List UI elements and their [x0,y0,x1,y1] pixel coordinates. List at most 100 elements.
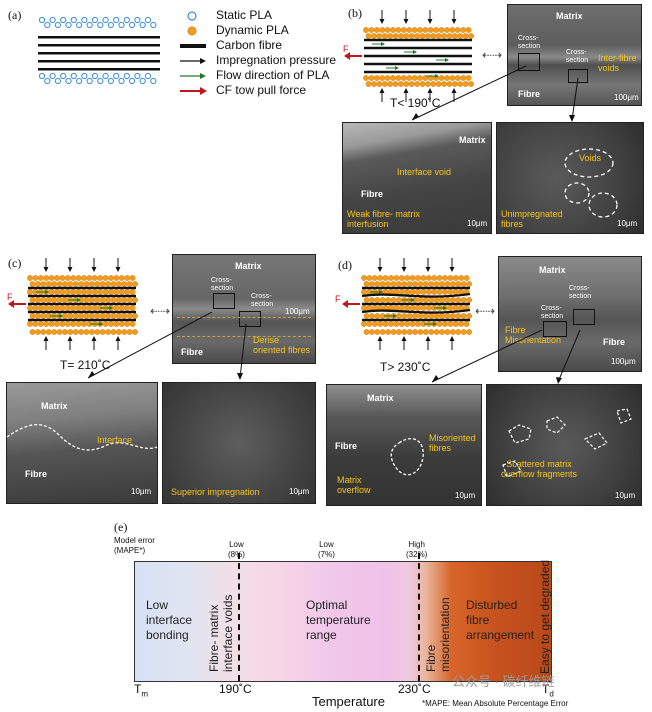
dynamic-pla-particle [446,33,453,39]
static-pla-particle [134,72,141,80]
dynamic-pla-particle [401,281,408,287]
dynamic-pla-particle [406,281,413,287]
dynamic-pla-particle [121,297,128,303]
flow-arrowhead [45,290,49,294]
dynamic-pla-particle [390,27,396,33]
pressure-arrowhead [425,336,431,341]
pressure-arrowhead [91,267,97,272]
dynamic-pla-particle [403,33,410,39]
dynamic-pla-particle [465,75,472,81]
dynamic-pla-particle [385,297,391,303]
sem-d-left: Matrix Fibre Misoriented fibres Matrix o… [326,384,482,506]
dynamic-pla-particle [361,305,367,311]
sem-caption: Unimpregnated fibres [501,209,563,229]
dynamic-pla-particle [37,305,44,311]
temp-label-d: T> 230˚C [380,360,431,374]
sem-b-right: Voids Unimpregnated fibres 10μm [496,122,644,234]
dynamic-pla-particle [444,281,451,287]
temp-label-b: T< 190˚C [390,96,441,110]
zone-low-bonding: Low interface bonding [146,598,193,642]
static-pla-particle [86,21,93,29]
dynamic-pla-particle [361,275,367,281]
dynamic-pla-particle [34,297,41,303]
tm-sub: m [141,689,149,699]
dynamic-pla-particle [368,313,375,319]
scale-bar-label: 10μm [455,491,476,500]
dynamic-pla-particle [129,321,136,327]
dynamic-pla-particle [439,281,446,287]
zone-misorientation: Fibre misorientation [424,597,452,672]
zoom-lines-d [431,330,581,384]
dynamic-pla-particle [78,281,85,287]
dynamic-pla-particle [126,297,133,303]
dynamic-pla-particle [436,321,443,327]
dynamic-pla-particle [414,33,421,39]
t190-label: 190˚C [219,682,252,696]
dynamic-pla-particle [420,289,427,295]
static-pla-particle [97,21,104,29]
sem-text-interface-void: Interface void [397,167,452,177]
dynamic-pla-particle [83,281,90,287]
dynamic-pla-particle [409,289,416,295]
dynamic-pla-particle [97,275,104,281]
zone-optimal: Optimal temperature range [306,598,371,642]
pressure-arrowhead [451,88,457,93]
error-value: (32%) [406,550,428,559]
dynamic-pla-particle [388,275,394,281]
dynamic-pla-particle [51,297,57,303]
dynamic-pla-particle [99,297,106,303]
static-pla-particle [60,72,67,80]
dynamic-pla-particle [37,275,44,281]
dynamic-pla-particle [450,297,456,303]
dynamic-pla-particle [72,281,79,287]
dynamic-pla-particle [463,275,470,281]
dynamic-pla-particle [361,321,367,327]
zoom-lines-b [411,65,579,122]
dynamic-pla-particle [400,27,407,33]
force-label-d: F [335,294,341,304]
dynamic-pla-particle [59,305,66,311]
sem-text-cross-section: Cross- section [251,293,274,308]
force-label-c: F [7,292,13,302]
static-pla-particle [60,16,67,24]
dynamic-pla-particle [70,289,77,295]
dynamic-pla-particle [444,27,450,33]
sem-main-b: Matrix Cross- section Cross- section Int… [507,4,642,106]
dynamic-pla-particle [43,275,50,281]
dynamic-pla-particle [374,297,381,303]
static-pla-particle [54,77,61,85]
dynamic-pla-particle [415,305,421,311]
dynamic-pla-particle [420,305,427,311]
dynamic-pla-particle [48,275,55,281]
pressure-arrowhead [379,19,385,24]
dynamic-pla-particle [415,321,421,327]
zone-interface-voids: Fibre- matrix interface voids [207,594,235,672]
legend-carbon-fibre: Carbon fibre [216,38,283,52]
static-pla-particle [123,72,130,80]
sem-text-overflow: Matrix overflow [337,475,371,495]
error-value: (7%) [318,550,335,559]
dynamic-pla-particle [110,297,117,303]
dynamic-pla-particle [368,281,375,287]
dynamic-pla-particle [423,297,429,303]
dynamic-pla-particle [81,305,87,311]
dynamic-pla-particle [423,313,429,319]
dynamic-pla-particle [384,27,391,33]
panel-label-a: (a) [8,8,22,22]
sem-text-matrix: Matrix [235,261,262,271]
schematic-c [8,258,139,350]
dynamic-pla-particle [425,289,432,295]
flow-arrowhead [413,50,417,54]
dynamic-pla-particle [373,27,380,33]
x-axis-label: Temperature [312,694,385,709]
dynamic-pla-particle [124,289,131,295]
carbon-fibre [361,308,471,314]
error-level: Low [319,540,334,549]
pressure-arrowhead [449,267,455,272]
dynamic-pla-particle [45,281,52,287]
dynamic-pla-particle [54,275,60,281]
flow-arrowhead [433,322,437,326]
flow-arrowhead [109,306,113,310]
error-level: Low [229,540,244,549]
dynamic-pla-particle [40,297,47,303]
